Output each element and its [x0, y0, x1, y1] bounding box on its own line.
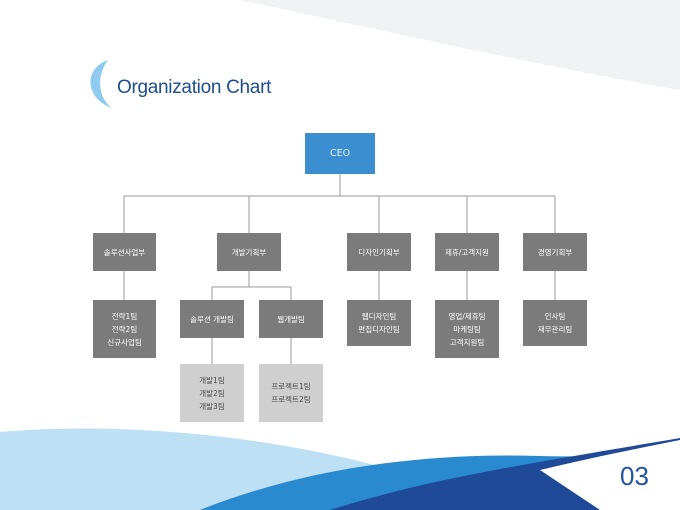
dev-group-label: 웹개발팀	[277, 314, 305, 324]
team-label: 재무관리팀	[537, 325, 573, 334]
teams-management-planning: 인사팀 재무관리팀	[523, 300, 587, 346]
team-label: 개발1팀	[199, 375, 225, 385]
teams-partnership-support: 영업/제휴팀 마케팅팀 고객지원팀	[435, 300, 499, 358]
dev-group-web: 웹개발팀	[259, 300, 323, 338]
dept-label: 제휴/고객지원	[445, 247, 489, 257]
dept-solution-business: 솔루션사업부	[93, 233, 156, 271]
page-number: 03	[620, 461, 649, 491]
dept-partnership-support: 제휴/고객지원	[435, 233, 499, 271]
dept-label: 경영기획부	[537, 247, 573, 257]
team-label: 편집디자인팀	[358, 325, 400, 334]
page-title: Organization Chart	[117, 77, 272, 98]
team-label: 전략2팀	[111, 324, 138, 334]
ceo-box: CEO	[305, 133, 375, 174]
teams-web-dev: 프로젝트1팀 프로젝트2팀	[259, 364, 323, 422]
teams-solution-dev: 개발1팀 개발2팀 개발3팀	[180, 364, 244, 422]
team-label: 전략1팀	[111, 311, 138, 321]
team-label: 인사팀	[544, 312, 566, 321]
dept-label: 디자인기획부	[358, 247, 400, 257]
team-label: 고객지원팀	[449, 337, 485, 347]
team-label: 개발3팀	[199, 401, 225, 411]
title-crescent-icon	[90, 60, 112, 108]
teams-design-planning: 웹디자인팀 편집디자인팀	[347, 300, 411, 346]
dept-design-planning: 디자인기획부	[347, 233, 411, 271]
team-label: 마케팅팀	[453, 324, 481, 334]
bottom-wave-white	[540, 440, 680, 510]
team-label: 프로젝트2팀	[271, 395, 311, 404]
team-label: 웹디자인팀	[361, 312, 397, 321]
dev-group-label: 솔루션 개발팀	[190, 314, 234, 324]
dev-group-solution: 솔루션 개발팀	[180, 300, 244, 338]
teams-solution-business: 전략1팀 전략2팀 신규사업팀	[93, 300, 156, 358]
team-label: 개발2팀	[199, 388, 225, 398]
dept-label: 개발기획부	[231, 247, 267, 257]
dept-management-planning: 경영기획부	[523, 233, 587, 271]
team-label: 신규사업팀	[107, 337, 142, 347]
top-right-swoosh	[240, 0, 680, 90]
dept-label: 솔루션사업부	[103, 247, 146, 257]
team-label: 영업/제휴팀	[448, 311, 486, 321]
team-label: 프로젝트1팀	[271, 382, 311, 391]
dept-dev-planning: 개발기획부	[217, 233, 281, 271]
ceo-label: CEO	[329, 148, 351, 159]
